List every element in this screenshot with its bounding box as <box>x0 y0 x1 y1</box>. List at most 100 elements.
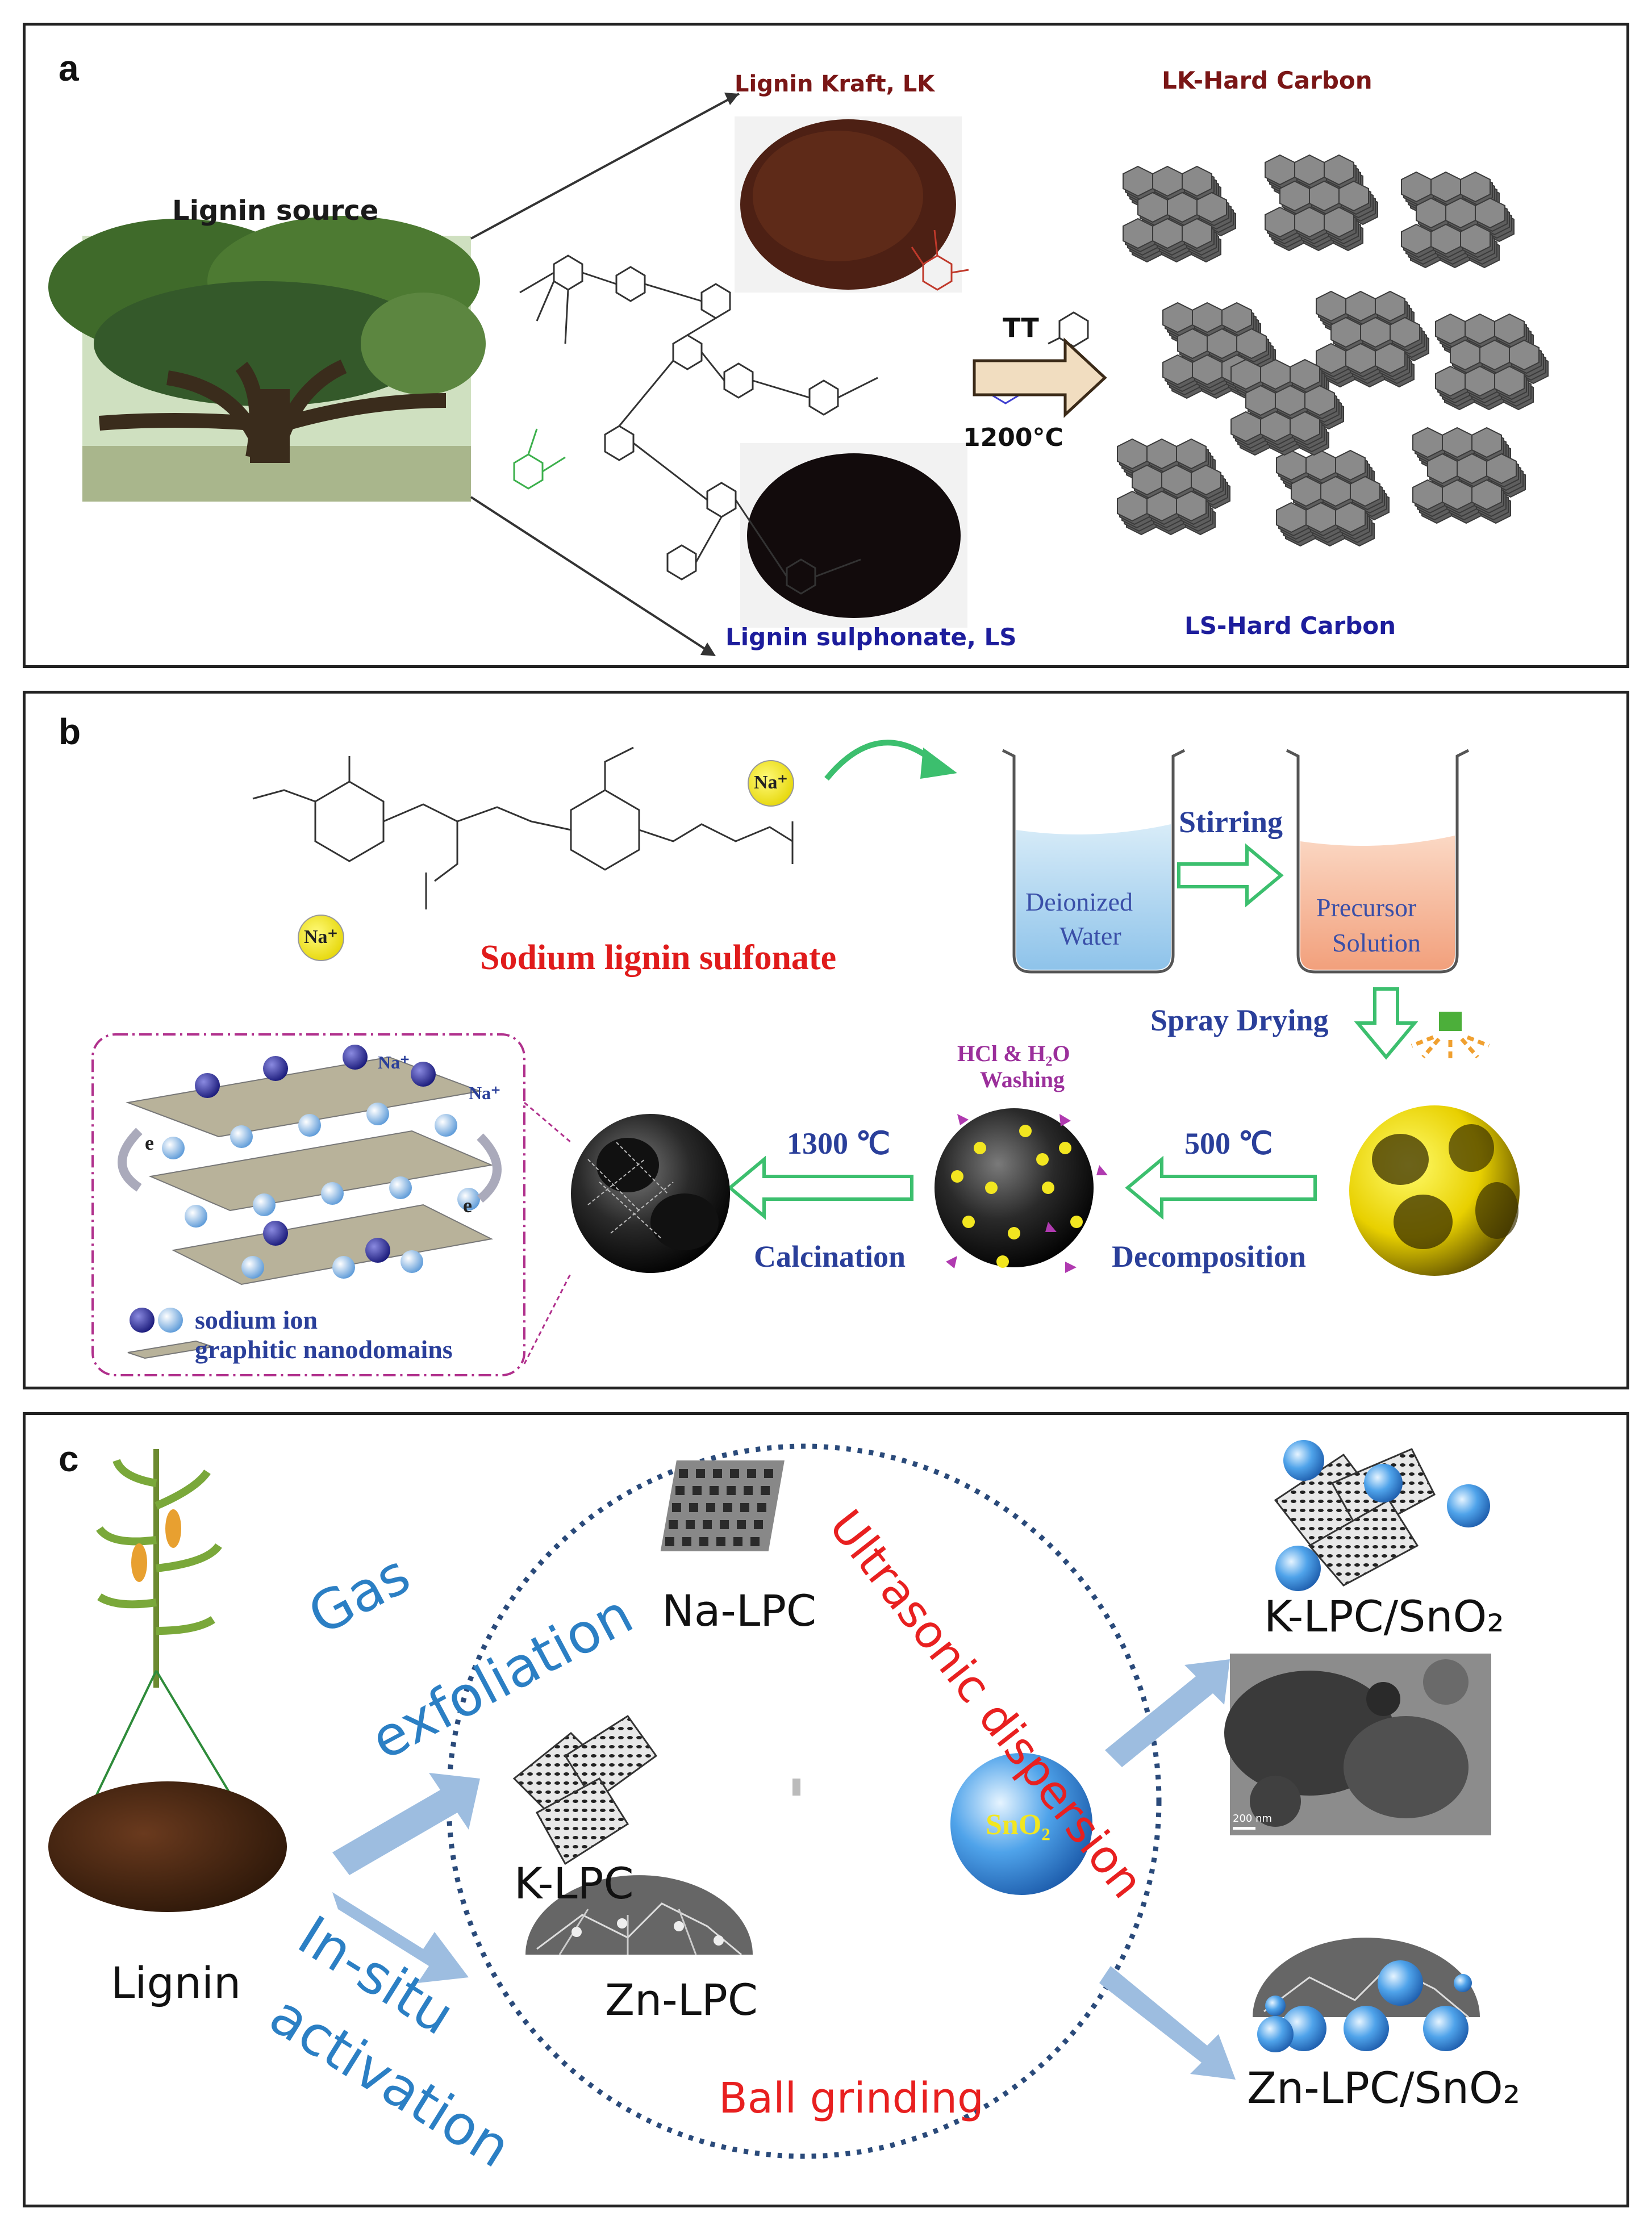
yellow-particle <box>996 1255 1009 1268</box>
lattice-pore <box>703 1520 712 1529</box>
spray-down-arrow <box>1354 987 1419 1060</box>
carbon-hexagon <box>1196 191 1227 223</box>
solution-label: Solution <box>1332 928 1421 957</box>
arrow-in-situ <box>332 1892 469 1983</box>
calcination-arrow <box>727 1155 913 1220</box>
k-lpc-label: K-LPC <box>514 1858 634 1909</box>
lattice-pore <box>682 1537 691 1546</box>
carbon-hexagon <box>1471 427 1502 458</box>
lk-hard-carbon-label: LK-Hard Carbon <box>1162 66 1373 94</box>
carbon-hexagon <box>1221 302 1252 333</box>
arrow-to-zn-lpc-sno2 <box>1099 1966 1236 2080</box>
tt-label: TT <box>1003 312 1039 343</box>
zn-lpc-sno2-structure <box>1253 1938 1480 2052</box>
decomposition-label: Decomposition <box>1112 1239 1306 1274</box>
graphitic-domain-box <box>91 1033 572 1376</box>
sodium-ion-light <box>241 1256 264 1279</box>
carbon-hexagon <box>1471 479 1502 511</box>
panel-b-label: b <box>59 711 81 752</box>
corn-plant-icon <box>87 1449 243 1814</box>
lattice-pore <box>675 1486 685 1495</box>
lattice-pore <box>665 1537 674 1546</box>
lattice-pore <box>754 1520 763 1529</box>
lattice-pore <box>744 1486 753 1495</box>
carbon-hexagon <box>1338 180 1369 212</box>
panel-b: b <box>23 691 1629 1389</box>
lattice-pore <box>710 1486 719 1495</box>
k-lpc-sno2-label: K-LPC/SnO₂ <box>1264 1591 1504 1642</box>
compound-name: Sodium lignin sulfonate <box>480 938 837 977</box>
lattice-pore <box>689 1503 698 1512</box>
sodium-ion-dark <box>411 1062 436 1087</box>
panel-a-label: a <box>59 48 79 89</box>
carbon-hexagon <box>1460 223 1491 255</box>
carbon-hexagon <box>1182 165 1212 197</box>
e-label-right: e <box>463 1194 472 1217</box>
stirring-arrow <box>1177 843 1284 908</box>
panel-c-label: c <box>59 1438 79 1479</box>
lattice-pore <box>733 1537 742 1546</box>
lattice-pore <box>764 1469 773 1478</box>
ls-powder-photo <box>740 443 967 628</box>
lattice-pore <box>672 1503 681 1512</box>
sodium-ion-dark <box>263 1221 288 1246</box>
lattice-pore <box>723 1503 732 1512</box>
tt-arrow <box>973 337 1107 418</box>
lattice-pore <box>740 1503 749 1512</box>
yellow-particle <box>985 1182 998 1194</box>
curved-arrow <box>824 740 937 781</box>
carbon-hexagon <box>1176 438 1207 470</box>
panel-c: c <box>23 1412 1629 2207</box>
temp-1200-label: 1200°C <box>963 423 1063 452</box>
carbon-hexagon <box>1475 197 1505 229</box>
yellow-particle <box>1042 1182 1054 1194</box>
zn-lpc-structure <box>525 1875 753 1956</box>
ls-label: Lignin sulphonate, LS <box>725 623 1017 651</box>
lattice-pore <box>720 1520 729 1529</box>
na-ion-label-2: Na⁺ <box>304 926 338 947</box>
calcination-label: Calcination <box>754 1239 906 1274</box>
lattice-pore <box>730 1469 739 1478</box>
temp-1300-label: 1300 ℃ <box>787 1126 891 1161</box>
carbon-hexagon <box>1335 449 1366 481</box>
carbon-hexagon <box>1290 358 1320 390</box>
lk-powder-photo <box>735 116 962 293</box>
carbon-hexagon <box>1335 502 1366 533</box>
ball-grinding-label: Ball grinding <box>719 2074 984 2123</box>
sodium-ion-light <box>162 1137 185 1159</box>
carbon-hexagon <box>1191 464 1221 496</box>
na-label-top: Na⁺ <box>378 1052 410 1072</box>
lattice-pore <box>713 1469 722 1478</box>
legend-graphitic: graphitic nanodomains <box>195 1335 453 1364</box>
yellow-particle <box>1059 1142 1071 1154</box>
lattice-pore <box>716 1537 725 1546</box>
sodium-ion-light <box>435 1114 457 1137</box>
tem-scale-label: 200 nm <box>1233 1813 1273 1825</box>
carbon-hexagon <box>1509 339 1540 371</box>
precursor-label: Precursor <box>1316 893 1417 922</box>
carbon-hexagon <box>1494 313 1525 345</box>
zn-lpc-label: Zn-LPC <box>605 1975 758 2025</box>
spray-drying-label: Spray Drying <box>1150 1003 1329 1037</box>
sodium-ion-dark <box>263 1056 288 1081</box>
carbon-hexagon <box>1375 343 1405 374</box>
temp-500-label: 500 ℃ <box>1184 1126 1273 1161</box>
calcined-sphere <box>571 1114 730 1273</box>
arrow-gas-exfoliation <box>332 1773 480 1875</box>
sodium-ion-light <box>401 1250 423 1273</box>
sodium-ion-dark <box>343 1045 368 1070</box>
carbon-hexagon <box>1236 328 1267 360</box>
sodium-ion-light <box>389 1176 412 1199</box>
lignin-powder <box>48 1781 287 1912</box>
lignin-source-label: Lignin source <box>172 195 379 227</box>
k-lpc-structure <box>512 1714 658 1865</box>
carbon-hexagon <box>1324 154 1354 186</box>
lattice-pore <box>737 1520 746 1529</box>
lattice-pore <box>696 1469 705 1478</box>
sodium-lignin-sulfonate-structure <box>252 746 794 909</box>
decomposition-arrow <box>1125 1155 1317 1220</box>
carbon-hexagon <box>1494 365 1525 397</box>
lattice-pore <box>727 1486 736 1495</box>
beaker-water <box>1002 749 1186 974</box>
panel-a: a <box>23 23 1629 668</box>
